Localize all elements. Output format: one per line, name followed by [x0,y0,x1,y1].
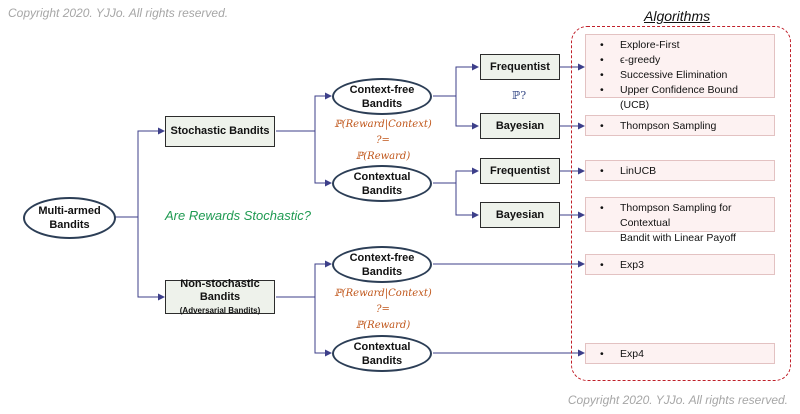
cf1-line1: Context-free [349,83,415,96]
stochastic-bandits-box: Stochastic Bandits [165,116,275,147]
cond-bottom-line2: ?= [376,304,390,315]
condition-bottom: ℙ(Reward|Context) ?= ℙ(Reward) [318,286,448,334]
stochastic-label: Stochastic Bandits [170,125,270,137]
copyright-bottom: Copyright 2020. YJJo. All rights reserve… [567,393,788,407]
bayesian-box-1: Bayesian [480,113,560,139]
alg-exp3: Exp3 [596,258,768,273]
alg-ucb: Upper Confidence Bound (UCB) [596,83,768,113]
bayes1-label: Bayesian [495,119,545,132]
algorithms-title: Algorithms [644,8,711,24]
alg-successive-elimination: Successive Elimination [596,68,768,83]
bayesian-box-2: Bayesian [480,202,560,228]
ctx2-line1: Contextual [353,340,411,353]
prob-question: ℙ? [512,89,527,102]
ctx1-line2: Bandits [361,184,403,197]
freq2-label: Frequentist [490,164,550,177]
cf2-line2: Bandits [361,265,403,278]
edge-cf1-freq [433,63,479,97]
edge-root-nonstochastic [137,217,165,301]
edge-stoch-ctx [314,131,332,187]
algorithm-exp3: Exp3 [585,254,775,275]
bayes2-label: Bayesian [495,208,545,221]
cf2-line1: Context-free [349,251,415,264]
freq1-label: Frequentist [490,60,550,73]
alg-thompson-linear-line2: Bandit with Linear Payoff [620,232,736,244]
edge-cf1-bayes [455,96,479,130]
ctx2-line2: Bandits [361,354,403,367]
alg-thompson-linear-line1: Thompson Sampling for Contextual [620,202,732,229]
cond-top-line1: ℙ(Reward|Context) [334,119,432,130]
edge-nonstoch-cf [276,260,332,298]
non-stochastic-sub: (Adversarial Bandits) [179,305,261,315]
root-line2: Bandits [49,219,90,231]
ctx1-line1: Contextual [353,170,411,183]
frequentist-box-1: Frequentist [480,54,560,80]
algorithm-group-frequentist: Explore-First ϵ-greedy Successive Elimin… [585,34,775,111]
edge-stoch-cf [276,92,332,132]
cond-bottom-line1: ℙ(Reward|Context) [334,288,432,299]
algorithm-thompson: Thompson Sampling [585,115,775,136]
cond-top-line2: ?= [376,135,390,146]
cond-top-line3: ℙ(Reward) [355,151,411,162]
algorithms-panel [571,26,791,381]
alg-epsilon-greedy: ϵ-greedy [596,53,768,68]
alg-linucb: LinUCB [596,164,768,179]
copyright-top: Copyright 2020. YJJo. All rights reserve… [8,6,229,20]
cond-bottom-line3: ℙ(Reward) [355,320,411,331]
edge-root-stochastic [115,127,165,218]
algorithm-exp4: Exp4 [585,343,775,364]
condition-top: ℙ(Reward|Context) ?= ℙ(Reward) [318,117,448,165]
edge-ctx1-bayes [455,183,479,219]
non-stochastic-bandits-box: Non-stochastic Bandits (Adversarial Band… [165,277,275,315]
edge-ctx1-freq [433,167,479,184]
cf1-line2: Bandits [361,97,403,110]
non-stochastic-label: Non-stochastic Bandits [180,277,260,303]
alg-thompson-sampling: Thompson Sampling [596,119,768,134]
frequentist-box-2: Frequentist [480,158,560,184]
alg-exp4: Exp4 [596,347,768,362]
algorithm-linucb: LinUCB [585,160,775,181]
root-line1: Multi-armed [38,205,101,217]
stochastic-question: Are Rewards Stochastic? [165,208,311,223]
edge-nonstoch-ctx [314,297,332,357]
alg-explore-first: Explore-First [596,38,768,53]
